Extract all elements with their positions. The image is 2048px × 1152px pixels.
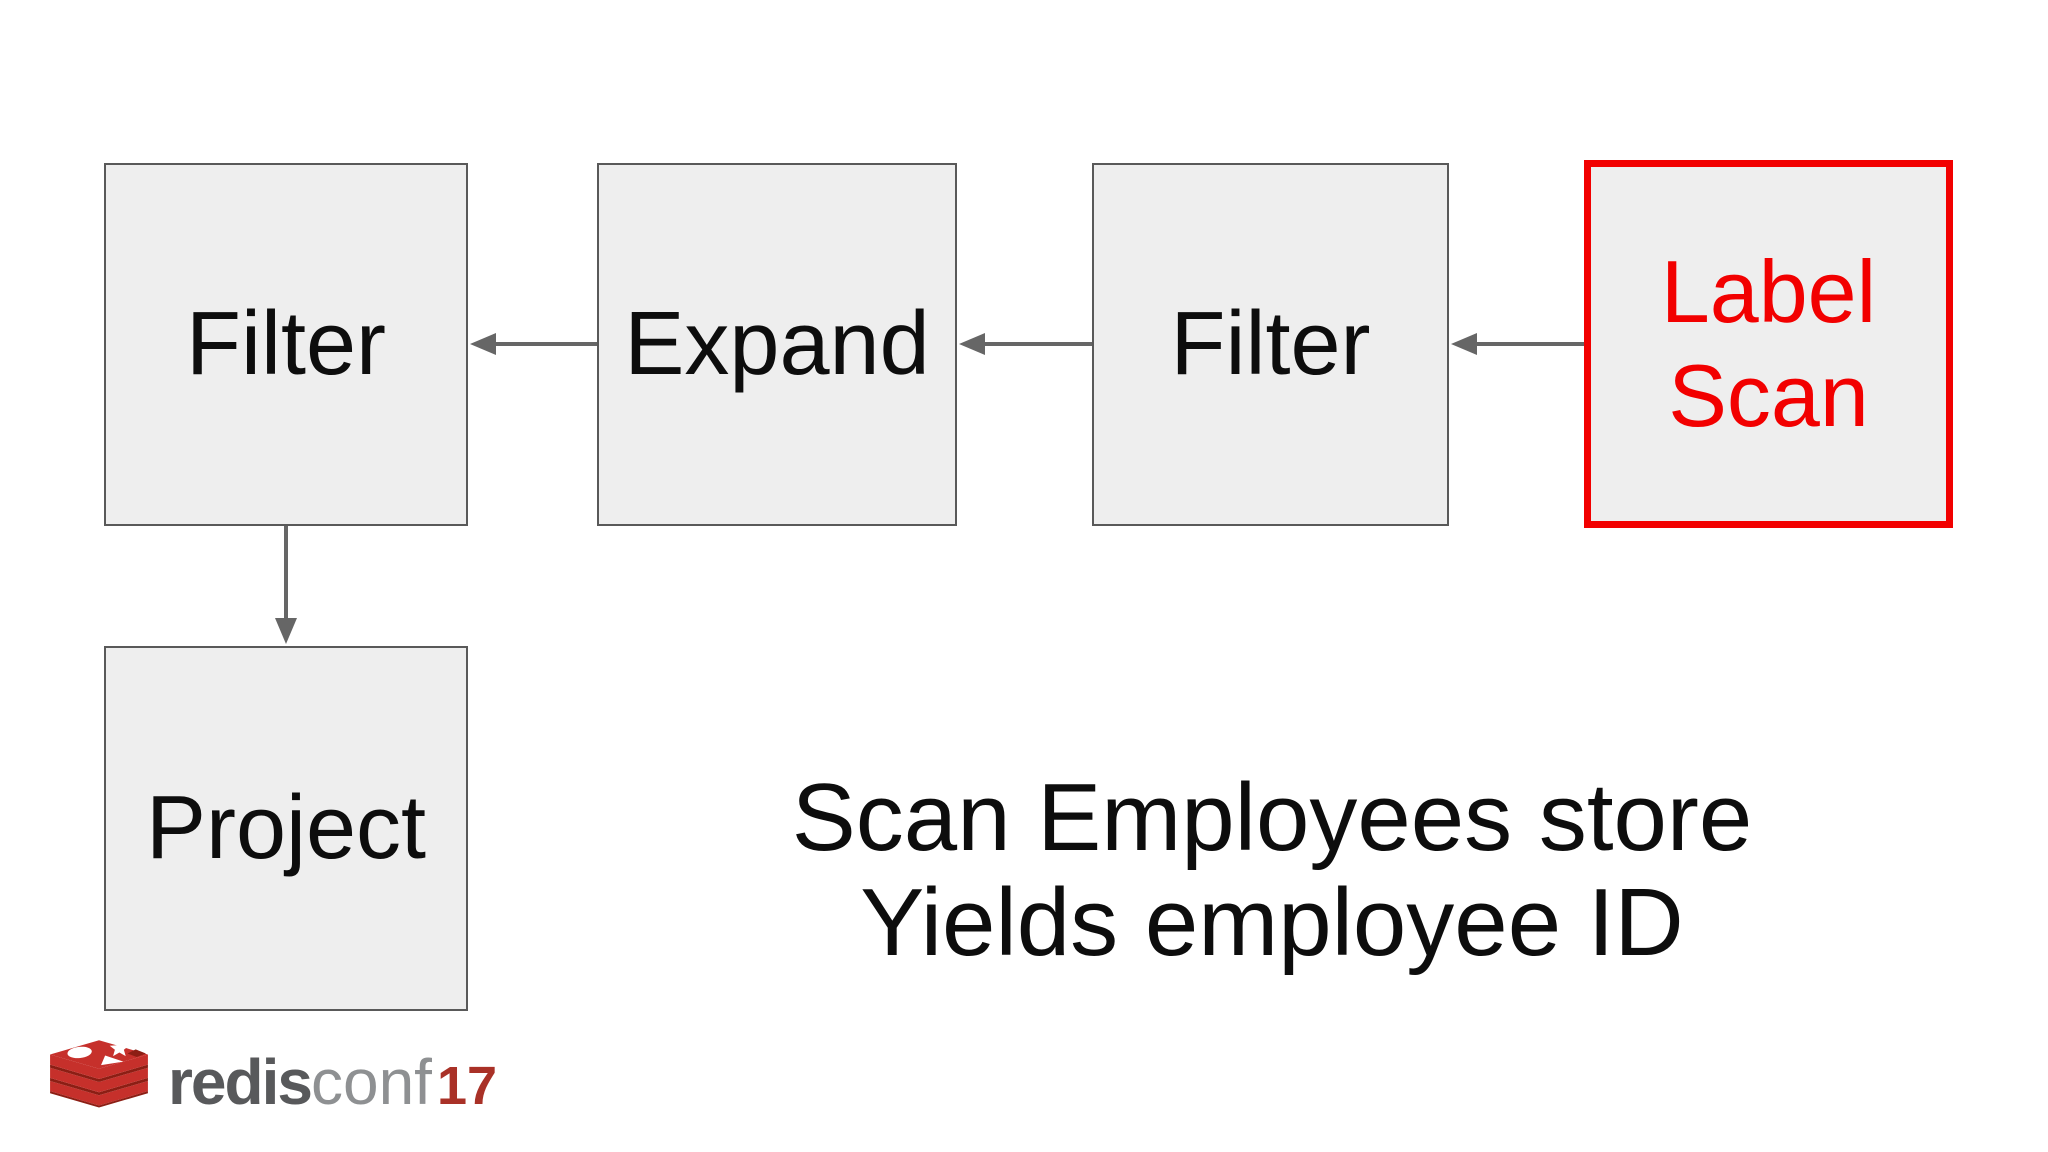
logo-text-17: 17 <box>436 1056 498 1116</box>
arrow-expand-to-filter1-icon <box>470 333 597 355</box>
logo-text-redis: redis <box>168 1046 313 1118</box>
node-project: Project <box>104 646 468 1011</box>
node-project-label: Project <box>145 777 427 878</box>
node-expand-label: Expand <box>624 293 930 394</box>
node-expand: Expand <box>597 163 957 526</box>
caption-line-1: Scan Employees store <box>791 764 1753 871</box>
node-filter-1-label: Filter <box>186 293 386 394</box>
caption-line-2: Yields employee ID <box>860 868 1684 976</box>
caption: Scan Employees store Yields employee ID <box>672 764 1872 976</box>
arrow-shaft <box>1473 342 1584 346</box>
arrow-labelscan-to-filter2-icon <box>1451 333 1584 355</box>
logo-text-conf: conf <box>310 1046 432 1118</box>
node-filter-2-label: Filter <box>1170 293 1371 394</box>
node-label-scan: Label Scan <box>1584 160 1953 528</box>
arrow-head-left-icon <box>959 333 985 355</box>
arrow-head-down-icon <box>275 618 297 644</box>
redis-cube-icon <box>50 1039 148 1108</box>
node-filter-1: Filter <box>104 163 468 526</box>
node-label-scan-label: Label Scan <box>1660 242 1877 445</box>
arrow-filter1-to-project-icon <box>275 526 297 644</box>
arrow-head-left-icon <box>470 333 496 355</box>
arrow-shaft <box>284 526 288 622</box>
node-filter-2: Filter <box>1092 163 1449 526</box>
arrow-head-left-icon <box>1451 333 1477 355</box>
arrow-shaft <box>981 342 1092 346</box>
arrow-shaft <box>492 342 597 346</box>
arrow-filter2-to-expand-icon <box>959 333 1092 355</box>
